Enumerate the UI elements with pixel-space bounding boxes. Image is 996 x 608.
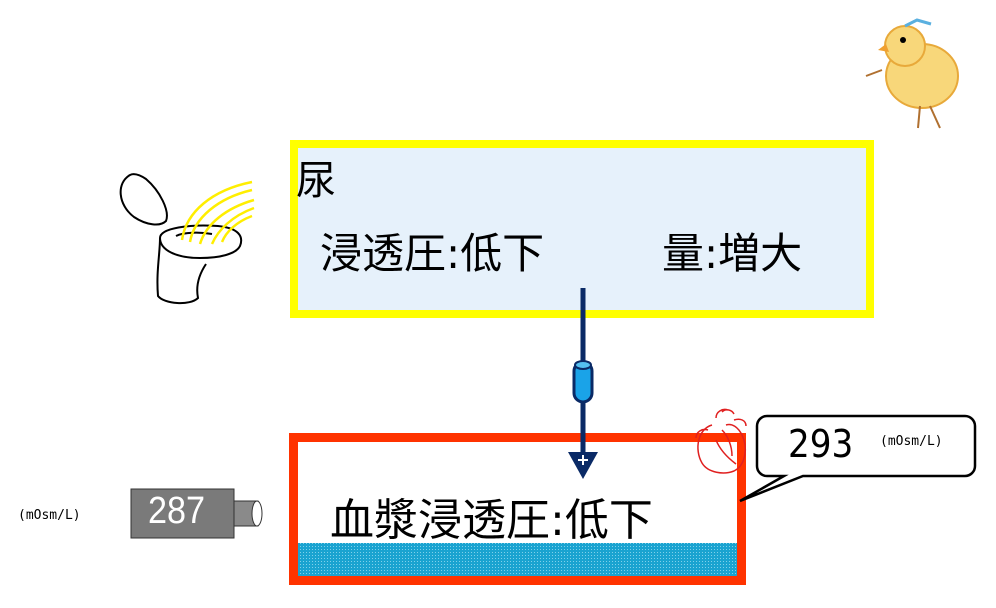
- callout-bubble: [739, 414, 977, 503]
- plasma-osmolality-text: 血漿浸透圧:低下: [330, 495, 653, 546]
- osmometer-icon: [130, 488, 263, 539]
- heart-icon: [695, 408, 747, 474]
- callout-value: 293: [788, 422, 854, 466]
- arrow-connector: [568, 288, 598, 479]
- urine-title: 尿: [296, 158, 336, 204]
- urine-stream-icon: [180, 180, 255, 245]
- meter-unit: (mOsm/L): [18, 508, 81, 523]
- arrowhead-plus-icon: [568, 452, 598, 479]
- chick-icon: [865, 18, 959, 129]
- urine-volume-text: 量:増大: [662, 229, 803, 278]
- meter-value: 287: [148, 490, 206, 532]
- urine-box: [290, 140, 874, 318]
- callout-unit: (mOsm/L): [880, 434, 943, 449]
- plasma-fluid: [298, 543, 737, 576]
- urine-osmolality-text: 浸透圧:低下: [320, 229, 545, 278]
